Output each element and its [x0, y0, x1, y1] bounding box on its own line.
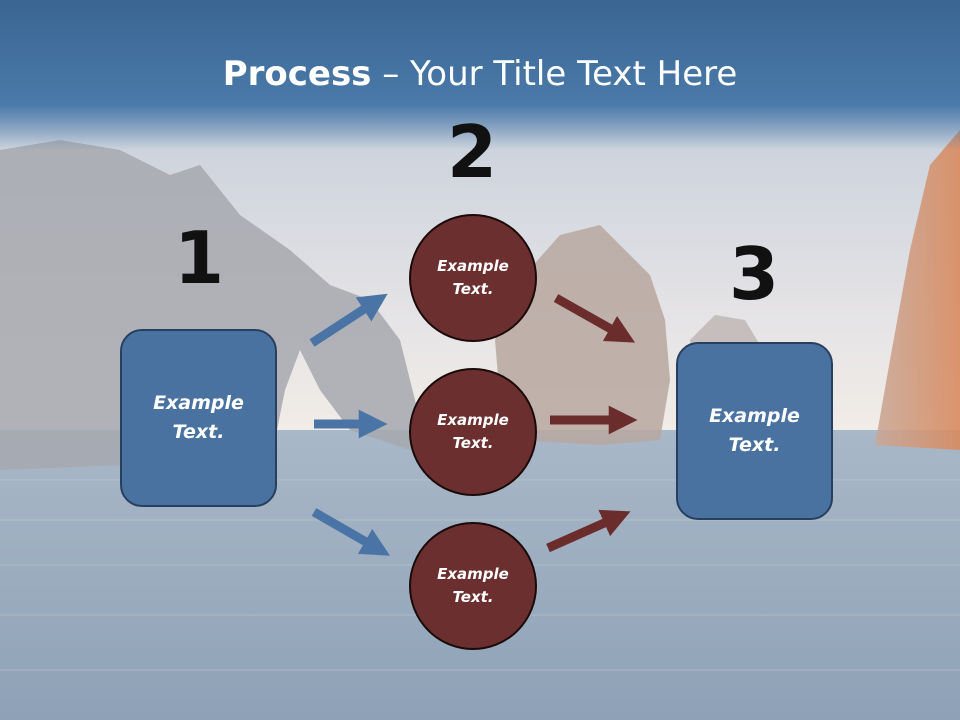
step-number-1: 1 [173, 216, 225, 300]
title-bold: Process [222, 54, 372, 94]
arrow-left-to-bottom [311, 508, 390, 556]
node-mid-center-circle: Example Text. [409, 368, 537, 496]
node-right-label: Example Text. [709, 405, 800, 456]
node-right-box: Example Text. [676, 342, 833, 520]
step-number-2: 2 [446, 110, 498, 194]
arrow-top-to-right [553, 294, 636, 343]
node-mid-top-label: Example Text. [437, 257, 509, 298]
node-left-box: Example Text. [120, 329, 277, 507]
arrow-bottom-to-right [546, 509, 631, 553]
step-number-3: 3 [728, 232, 780, 316]
node-mid-bottom-circle: Example Text. [409, 522, 537, 650]
title-bar [0, 0, 960, 150]
arrow-left-to-top [309, 293, 388, 347]
page-title: Process – Your Title Text Here [0, 52, 960, 96]
node-mid-top-circle: Example Text. [409, 214, 537, 342]
node-left-label: Example Text. [153, 392, 244, 443]
title-rest: – Your Title Text Here [371, 54, 738, 94]
node-mid-bottom-label: Example Text. [437, 565, 509, 606]
node-mid-center-label: Example Text. [437, 411, 509, 452]
